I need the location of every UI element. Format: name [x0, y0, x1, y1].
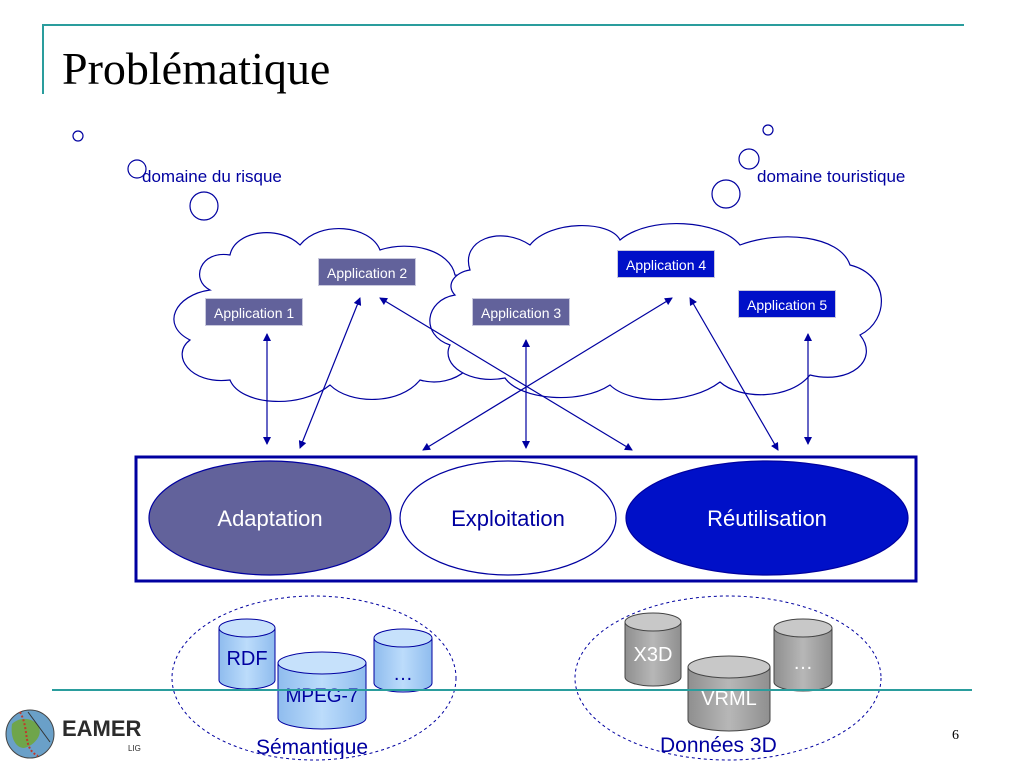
- exploitation-ellipse: [399, 460, 617, 576]
- application-5-box: Application 5: [738, 290, 837, 318]
- thought-bubbles: [72, 124, 774, 221]
- domain-risk-label: domaine du risque: [142, 167, 282, 186]
- data3d-group-ellipse: [574, 595, 882, 761]
- arrow-app2-adaptation: [298, 297, 362, 449]
- db-3d-more-label: …: [793, 652, 813, 674]
- bubble-right-large: [711, 179, 741, 209]
- cylinder-vrml: [687, 655, 771, 732]
- application-4-box: Application 4: [617, 250, 716, 278]
- slide-title: Problématique: [62, 43, 331, 94]
- title-top-rule: [42, 24, 964, 26]
- db-mpeg7-label: MPEG-7: [285, 686, 359, 707]
- db-semantic-more-label: …: [393, 663, 413, 685]
- cylinder-rdf: [218, 618, 276, 690]
- db-vrml-label: VRML: [701, 688, 757, 710]
- semantic-cylinders: [218, 618, 433, 730]
- cylinder-dots-3d: [773, 618, 833, 692]
- process-reutilisation-label: Réutilisation: [707, 506, 827, 531]
- application-2-box: Application 2: [318, 258, 417, 286]
- cylinder-dots-semantic: [373, 628, 433, 693]
- bubble-left-large: [189, 191, 219, 221]
- process-adaptation-label: Adaptation: [217, 506, 323, 531]
- bubble-left-medium: [127, 159, 147, 179]
- cylinder-mpeg7: [277, 651, 367, 730]
- process-exploitation-label: Exploitation: [451, 506, 565, 531]
- bubble-right-small: [762, 124, 774, 136]
- logo-subtext: LIG: [128, 744, 141, 753]
- connection-arrows: [263, 297, 812, 451]
- semantic-group-label: Sémantique: [256, 736, 369, 759]
- lig-logo-globe-icon: [5, 709, 55, 759]
- page-number: 6: [952, 728, 959, 743]
- application-3-box: Application 3: [472, 298, 571, 326]
- db-x3d-label: X3D: [633, 644, 673, 666]
- data3d-cylinders: [624, 612, 833, 732]
- footer-rule: [52, 689, 972, 691]
- logo-text: EAMER: [62, 716, 142, 741]
- db-rdf-label: RDF: [226, 648, 268, 670]
- cylinder-x3d: [624, 612, 682, 687]
- title-left-rule: [42, 24, 44, 94]
- reutilisation-ellipse: [625, 460, 909, 576]
- domain-tourism-label: domaine touristique: [757, 167, 906, 186]
- application-1-box: Application 1: [205, 298, 304, 326]
- arrow-app4-reutilisation: [689, 297, 779, 451]
- arrow-app4-exploitation: [422, 297, 673, 451]
- adaptation-ellipse: [148, 460, 392, 576]
- data3d-group-label: Données 3D: [660, 734, 777, 757]
- bubble-right-medium: [738, 148, 760, 170]
- bubble-left-small: [72, 130, 84, 142]
- semantic-group-ellipse: [171, 595, 457, 761]
